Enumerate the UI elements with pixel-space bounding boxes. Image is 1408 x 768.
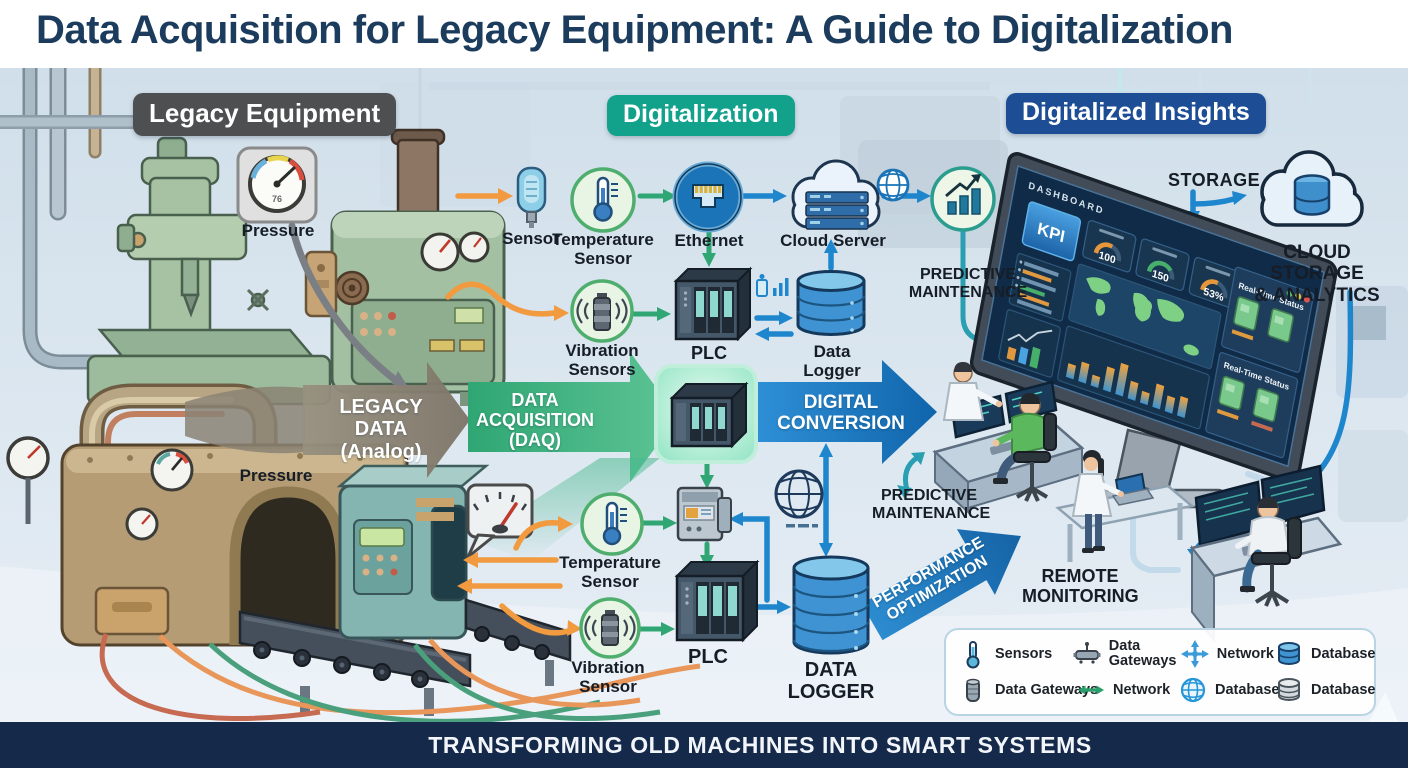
footer-banner: TRANSFORMING OLD MACHINES INTO SMART SYS… — [0, 722, 1408, 768]
legend-item-network-1: Network — [1180, 639, 1274, 669]
vibration-sensor-label-2: Vibration Sensor — [571, 658, 645, 697]
data-logger-label-top: Data Logger — [803, 342, 861, 381]
legend-item-network-2: Network — [1076, 675, 1178, 705]
legend-label: Database — [1311, 681, 1376, 698]
speech-bubble-gauge-icon — [466, 483, 534, 559]
pressure-gauge-value: 76 — [272, 194, 282, 204]
pressure-label-bottom: Pressure — [239, 466, 313, 485]
vibration-sensor-icon — [570, 279, 634, 343]
daq-device-box — [654, 364, 758, 464]
legend-label: Data Gateways — [1108, 637, 1177, 670]
globe-icon — [1178, 675, 1208, 705]
legend-label: Sensors — [995, 645, 1053, 662]
legend-item-sensors: Sensors — [958, 639, 1072, 669]
remote-monitoring-label: REMOTE MONITORING — [1022, 566, 1139, 607]
temperature-sensor-label: Temperature Sensor — [552, 230, 654, 269]
legend-row-1: Sensors Data Gateways Network Database — [958, 637, 1376, 670]
storage-label: STORAGE — [1168, 170, 1261, 190]
data-logger-icon — [796, 270, 866, 336]
page-title: Data Acquisition for Legacy Equipment: A… — [36, 8, 1233, 52]
legend-label: Database — [1215, 681, 1280, 698]
orange-analog-connectors — [445, 193, 571, 636]
temperature-sensor-label-2: Temperature Sensor — [559, 553, 661, 592]
legend-row-2: Data Gateways Network Database Database — [958, 675, 1376, 705]
legend-item-data-gateways-1: Data Gateways — [1072, 637, 1180, 670]
legend-item-data-gateways-2: Data Gateways — [958, 675, 1098, 705]
predictive-maintenance-label-top: PREDICTIVE MAINTENANCE — [908, 266, 1028, 301]
network-arrow-icon — [1076, 675, 1106, 705]
legend-label: Network — [1113, 681, 1171, 698]
legend-item-database-1: Database — [1274, 639, 1376, 669]
orange-arrowheads — [457, 188, 582, 636]
cloud-server-label: Cloud Server — [780, 231, 886, 250]
digital-conversion-arrow-text: DIGITAL CONVERSION — [777, 392, 905, 435]
globe-icon — [876, 168, 910, 202]
section-badge-digitalization: Digitalization — [607, 95, 795, 136]
green-connectors — [631, 193, 712, 632]
gateway-cylinder-icon — [958, 675, 988, 705]
globe-icon-2 — [774, 469, 824, 528]
vibration-sensors-label: Vibration Sensors — [565, 341, 639, 380]
growth-chart-icon — [930, 166, 996, 232]
ethernet-label: Ethernet — [674, 231, 744, 250]
vibration-sensor-icon-2 — [579, 597, 641, 659]
data-gateway-icon — [1072, 639, 1102, 669]
boiler-machine-illustration — [304, 128, 506, 406]
legend-item-database-2: Database — [1178, 675, 1279, 705]
network-cross-icon — [1180, 639, 1210, 669]
daq-arrow-text: DATA ACQUISITION (DAQ) — [475, 390, 594, 451]
plc-label-top: PLC — [691, 343, 727, 363]
thermometer-icon — [958, 639, 988, 669]
gateway-device-icon — [676, 486, 732, 542]
cloud-server-icon — [791, 159, 881, 230]
section-badge-digitalized-insights: Digitalized Insights — [1006, 93, 1266, 134]
footer-banner-text: TRANSFORMING OLD MACHINES INTO SMART SYS… — [428, 731, 1092, 758]
pressure-gauge-panel: 76 — [236, 146, 410, 390]
plc-icon-2 — [674, 559, 760, 643]
data-gateway-glyphs — [756, 274, 789, 297]
database-blue-icon — [1274, 639, 1304, 669]
plc-icon — [673, 266, 753, 342]
plc-label-bottom: PLC — [688, 646, 728, 668]
predictive-maintenance-label-bottom: PREDICTIVE MAINTENANCE — [872, 487, 991, 522]
title-bar: Data Acquisition for Legacy Equipment: A… — [0, 0, 1408, 68]
legend-label: Network — [1216, 645, 1274, 662]
cloud-storage-label: CLOUD STORAGE & ANALYTICS — [1254, 242, 1380, 306]
legacy-data-arrow — [185, 362, 470, 478]
legend: Sensors Data Gateways Network Database — [944, 628, 1376, 716]
teal-arrowheads — [897, 452, 925, 498]
legend-label: Data Gateways — [995, 681, 1099, 698]
legend-label: Database — [1311, 645, 1376, 662]
dashboard-monitor: DASHBOARD KPI 100 150 53% — [969, 152, 1338, 483]
temperature-sensor-icon-2 — [580, 492, 644, 556]
console-operator-illustration — [932, 362, 1085, 515]
sensor-label: Sensor — [502, 229, 560, 248]
data-logger-icon-2 — [792, 555, 870, 655]
remote-worker-illustration — [1055, 450, 1195, 562]
pressure-label-top: Pressure — [241, 221, 315, 240]
temperature-sensor-icon — [570, 167, 636, 233]
section-badge-legacy-equipment: Legacy Equipment — [133, 93, 397, 136]
digital-conversion-arrow — [757, 360, 937, 464]
cloud-storage-icon — [1260, 150, 1364, 227]
legacy-data-arrow-text: LEGACY DATA (Analog) — [339, 396, 423, 463]
ethernet-icon — [672, 161, 744, 233]
sensor-icon — [516, 166, 547, 228]
database-gray-icon — [1274, 675, 1304, 705]
tunnel-machine-illustration — [336, 464, 661, 721]
workstation-operator-illustration — [1189, 464, 1343, 643]
data-logger-label-bottom: DATA LOGGER — [787, 659, 875, 704]
legend-item-database-3: Database — [1274, 675, 1376, 705]
performance-optimization-arrow — [861, 529, 1021, 641]
furnace-illustration — [6, 383, 701, 724]
